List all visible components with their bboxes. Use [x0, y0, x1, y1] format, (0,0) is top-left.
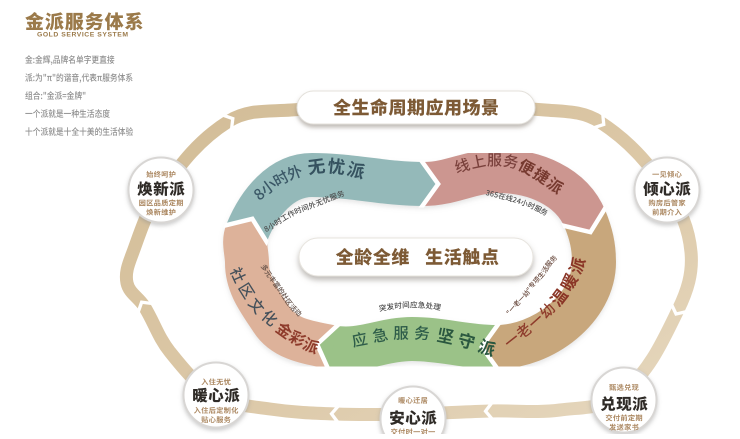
- svg-text:GOLD SERVICE SYSTEM: GOLD SERVICE SYSTEM: [37, 32, 129, 39]
